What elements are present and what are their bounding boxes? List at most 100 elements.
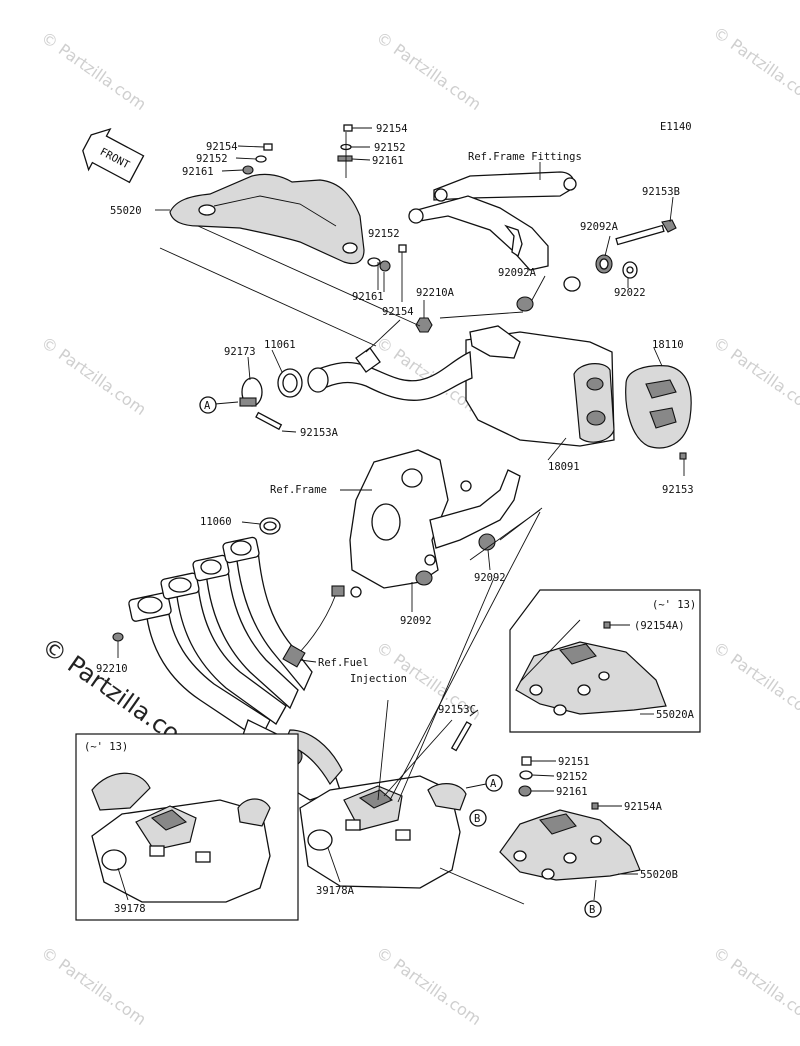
part-label-92152: 92152 bbox=[196, 153, 228, 165]
part-label-92210A: 92210A bbox=[416, 287, 455, 299]
washer-92022 bbox=[622, 261, 638, 279]
grommet-92161-mid bbox=[379, 260, 391, 272]
bolt-92154-top-left bbox=[263, 143, 273, 151]
gasket-11060 bbox=[259, 517, 281, 535]
heat-shield-55020 bbox=[169, 173, 365, 265]
bolt-92153A bbox=[255, 411, 283, 431]
ref-label-fuel-injection-line1: Ref.Fuel bbox=[318, 657, 369, 669]
grommet-92092A-right bbox=[595, 254, 613, 274]
part-label-92154: 92154 bbox=[376, 123, 408, 135]
end-cap-18110 bbox=[625, 365, 692, 449]
callout-A-text: A bbox=[490, 778, 497, 790]
heat-shield-55020B bbox=[499, 809, 641, 881]
part-label-92092: 92092 bbox=[400, 615, 432, 627]
part-label-92092A: 92092A bbox=[498, 267, 537, 279]
nut-92210A bbox=[415, 317, 433, 333]
frame-fittings-bracket bbox=[408, 171, 577, 271]
grommet-92161-top-left bbox=[242, 165, 254, 175]
bolt-92154-mid bbox=[398, 244, 407, 253]
part-label-92161: 92161 bbox=[352, 291, 384, 303]
part-labels: 92154 92152 92161 55020 92154 92152 9216… bbox=[84, 123, 696, 915]
bolt-92154A bbox=[591, 802, 599, 810]
link-pipe bbox=[307, 347, 473, 401]
part-label-92153A: 92153A bbox=[300, 427, 339, 439]
part-label-92022: 92022 bbox=[614, 287, 646, 299]
callout-A-left: A bbox=[199, 396, 217, 414]
part-label-92161: 92161 bbox=[182, 166, 214, 178]
clamp-92173 bbox=[239, 377, 263, 407]
bolt-92153 bbox=[679, 452, 687, 460]
part-label-55020: 55020 bbox=[110, 205, 142, 217]
front-arrow-icon: FRONT bbox=[82, 127, 145, 184]
watermark-text: © Partzilla.com bbox=[38, 333, 150, 419]
part-label-92092A: 92092A bbox=[580, 221, 619, 233]
bolt-92153C bbox=[450, 721, 472, 752]
inset-left-muffler bbox=[75, 733, 299, 921]
part-label-18091: 18091 bbox=[548, 461, 580, 473]
bolt-92151 bbox=[521, 756, 532, 766]
grommet-92092A-left bbox=[516, 296, 534, 312]
part-label-92152: 92152 bbox=[368, 228, 400, 240]
callout-A-right: A bbox=[465, 774, 503, 792]
part-label-92173: 92173 bbox=[224, 346, 256, 358]
diagram-code: E1140 bbox=[660, 121, 692, 133]
part-label-92161: 92161 bbox=[372, 155, 404, 167]
bolt-92154-top-mid bbox=[343, 124, 353, 132]
callout-A-text: A bbox=[204, 400, 211, 412]
watermark-text: © Partzilla.com bbox=[38, 28, 150, 114]
watermark-text: © Partzilla.com bbox=[710, 333, 800, 419]
pre-muffler-39178A bbox=[299, 775, 467, 889]
grommet-92092-left bbox=[415, 570, 433, 586]
callout-B-bottom: B bbox=[584, 900, 602, 918]
part-label-11061: 11061 bbox=[264, 339, 296, 351]
part-label-92154: 92154 bbox=[382, 306, 414, 318]
rear-frame bbox=[349, 449, 521, 598]
ref-label-fuel-injection-line2: Injection bbox=[350, 673, 407, 685]
part-label-18110: 18110 bbox=[652, 339, 684, 351]
part-label-92151: 92151 bbox=[558, 756, 590, 768]
callout-B-text: B bbox=[474, 813, 480, 825]
watermark-text: © Partzilla.com bbox=[710, 23, 800, 109]
watermark-text: © Partzilla.com bbox=[710, 943, 800, 1029]
part-label-92154A-inset: (92154A) bbox=[634, 620, 685, 632]
watermark-text: © Partzilla.com bbox=[373, 943, 485, 1029]
part-label-92153B: 92153B bbox=[642, 186, 680, 198]
part-label-55020B: 55020B bbox=[640, 869, 678, 881]
part-label-39178: 39178 bbox=[114, 903, 146, 915]
inset-left-date-note: (~' 13) bbox=[84, 741, 128, 753]
callout-B-low: B bbox=[469, 809, 487, 827]
inset-right-heat-shield bbox=[509, 589, 701, 733]
part-label-39178A: 39178A bbox=[316, 885, 355, 897]
part-label-92154: 92154 bbox=[206, 141, 238, 153]
part-label-92210: 92210 bbox=[96, 663, 128, 675]
inset-right-date-note: (~' 13) bbox=[652, 599, 696, 611]
oxygen-sensor bbox=[282, 585, 345, 668]
part-label-11060: 11060 bbox=[200, 516, 232, 528]
part-label-92161: 92161 bbox=[556, 786, 588, 798]
part-label-92154A: 92154A bbox=[624, 801, 663, 813]
part-label-92153C: 92153C bbox=[438, 704, 476, 716]
grommet-92161-top-mid bbox=[337, 155, 353, 162]
part-label-92092: 92092 bbox=[474, 572, 506, 584]
watermark-text: © Partzilla.com bbox=[710, 638, 800, 724]
part-label-55020A: 55020A bbox=[656, 709, 695, 721]
collar-sleeve bbox=[563, 276, 581, 292]
washer-92152-low bbox=[519, 770, 533, 780]
muffler-18091 bbox=[465, 325, 615, 447]
nut-92210 bbox=[112, 632, 124, 642]
bolt-92153B bbox=[615, 219, 677, 246]
washer-92152-mid bbox=[367, 257, 381, 267]
gasket-11061 bbox=[277, 368, 303, 398]
watermark-text: © Partzilla.com bbox=[373, 28, 485, 114]
part-label-92153: 92153 bbox=[662, 484, 694, 496]
ref-label-frame: Ref.Frame bbox=[270, 484, 327, 496]
callout-B-text: B bbox=[589, 904, 595, 916]
ref-label-frame-fittings: Ref.Frame Fittings bbox=[468, 151, 582, 163]
part-label-92152: 92152 bbox=[556, 771, 588, 783]
washer-92152-top-left bbox=[255, 155, 267, 163]
part-label-92152: 92152 bbox=[374, 142, 406, 154]
watermark-text: © Partzilla.com bbox=[38, 943, 150, 1029]
grommet-92161-low bbox=[518, 785, 532, 797]
